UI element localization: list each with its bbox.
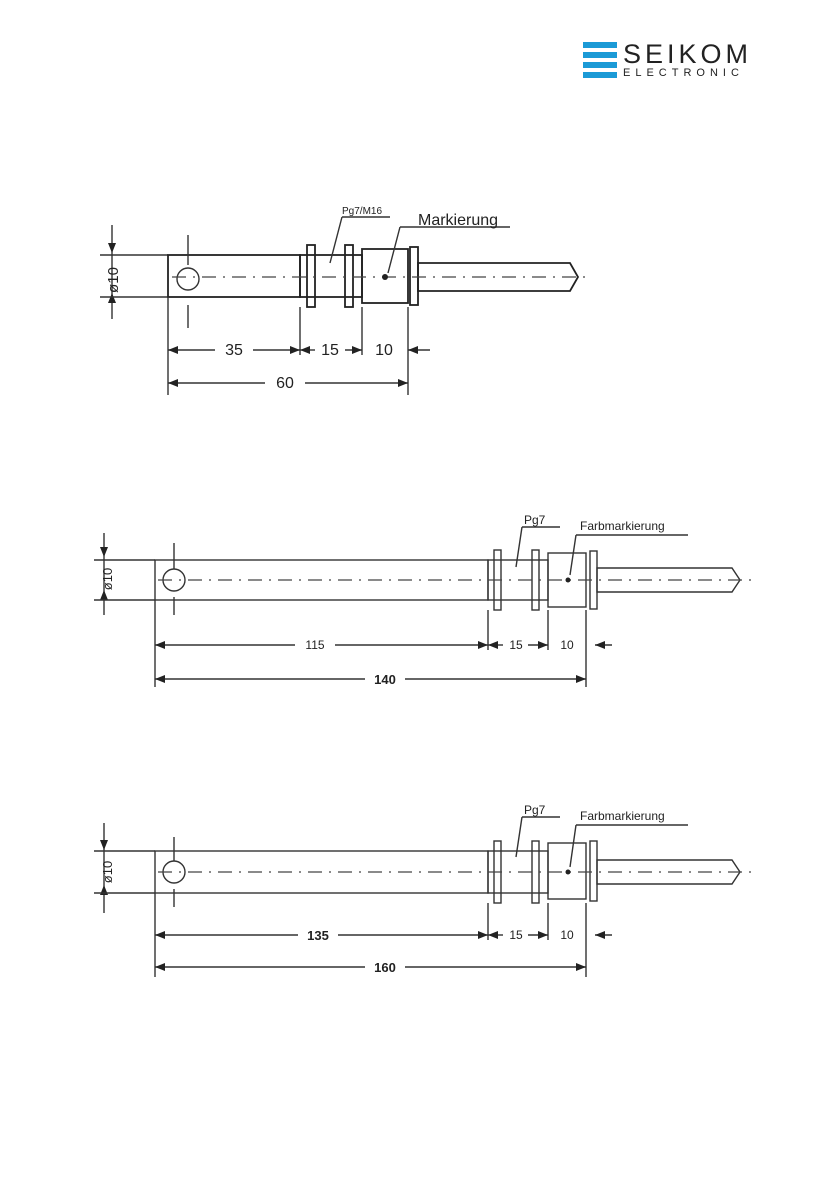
drawing-3: ø10 Pg7 Farbmarkierung: [0, 795, 840, 985]
diameter-label: ø10: [105, 267, 122, 293]
dim-head: 10: [560, 638, 574, 652]
drawing-1: ø10 Pg7/M16 Markierung: [0, 195, 840, 405]
dim-head: 10: [560, 928, 574, 942]
marking-label: Markierung: [418, 212, 498, 229]
dim-thread: 15: [509, 928, 523, 942]
diameter-dimension: ø10: [94, 533, 155, 615]
diameter-dimension: ø10: [94, 823, 155, 913]
diameter-dimension: ø10: [100, 225, 168, 319]
sensor-body: [155, 543, 755, 615]
drawing-2: ø10 Pg7 Farbmarkierung: [0, 505, 840, 695]
marking-label: Farbmarkierung: [580, 519, 665, 533]
thread-label: Pg7: [524, 803, 546, 817]
length-dimensions: 35 15 10 60: [168, 297, 430, 395]
logo-stripes-icon: [583, 42, 617, 78]
dim-thread: 15: [321, 342, 339, 359]
dim-total: 160: [374, 960, 396, 975]
sensor-body: [168, 235, 590, 328]
logo-subtitle: ELECTRONIC: [623, 67, 744, 79]
thread-label: Pg7/M16: [342, 206, 382, 217]
dim-thread: 15: [509, 638, 523, 652]
marking-label: Farbmarkierung: [580, 809, 665, 823]
diameter-label: ø10: [100, 568, 115, 590]
thread-label: Pg7: [524, 513, 546, 527]
length-dimensions: 135 15 10 160: [155, 893, 612, 977]
dim-total: 140: [374, 672, 396, 687]
dim-shaft: 115: [305, 638, 324, 652]
labels: Pg7 Farbmarkierung: [516, 513, 688, 575]
sensor-body: [155, 837, 755, 907]
length-dimensions: 115 15 10 140: [155, 600, 612, 687]
seikom-logo: SEIKOM ELECTRONIC: [583, 40, 773, 82]
labels: Pg7 Farbmarkierung: [516, 803, 688, 867]
diameter-label: ø10: [100, 861, 115, 883]
dim-head: 10: [375, 342, 393, 359]
dim-shaft: 135: [307, 928, 329, 943]
dim-shaft: 35: [225, 342, 243, 359]
logo-brand: SEIKOM: [623, 40, 752, 68]
dim-total: 60: [276, 375, 294, 392]
